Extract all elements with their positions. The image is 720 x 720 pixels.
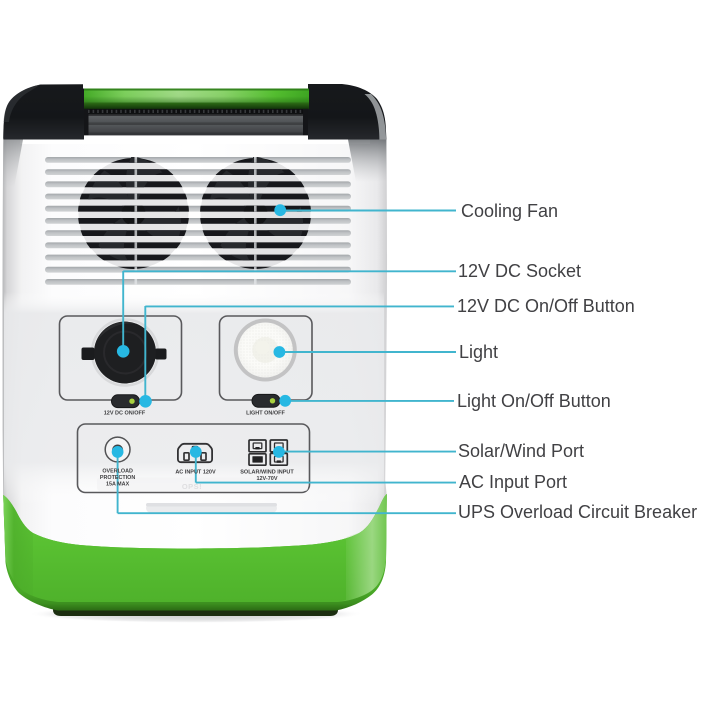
svg-text:OVERLOAD: OVERLOAD (102, 468, 133, 474)
svg-text:PROTECTION: PROTECTION (100, 475, 135, 481)
svg-text:SOLAR/WIND INPUT: SOLAR/WIND INPUT (240, 469, 294, 475)
svg-text:12V DC ON/OFF: 12V DC ON/OFF (104, 410, 146, 416)
svg-text:LIGHT ON/OFF: LIGHT ON/OFF (246, 410, 285, 416)
svg-text:12V-70V: 12V-70V (256, 476, 277, 482)
svg-text:AC INPUT 120V: AC INPUT 120V (175, 469, 216, 475)
svg-text:15A MAX: 15A MAX (106, 481, 130, 487)
svg-text:OPS!: OPS! (182, 482, 202, 491)
